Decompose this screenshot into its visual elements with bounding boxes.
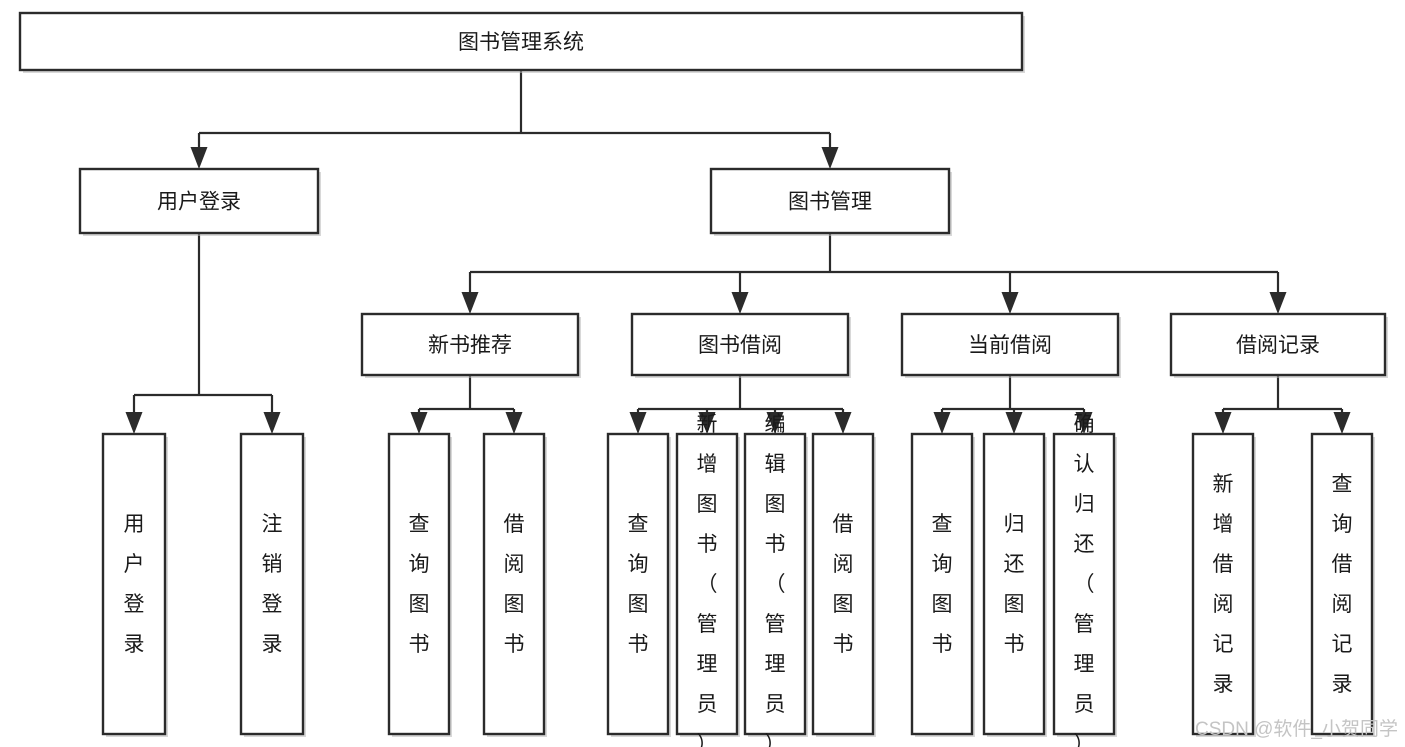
node-box[interactable] — [360, 312, 580, 377]
connector-group — [190, 70, 839, 169]
arrow-head-icon — [1001, 292, 1019, 314]
node-label: 新书推荐 — [428, 334, 512, 357]
node-label: 图书管理 — [788, 191, 872, 214]
connector-group — [125, 233, 281, 434]
node-label: 查询图书 — [409, 513, 430, 656]
node-label: 当前借阅 — [968, 334, 1052, 357]
node-label: 用户登录 — [157, 191, 241, 214]
node-box[interactable] — [239, 432, 305, 736]
arrow-head-icon — [461, 292, 479, 314]
node-box[interactable] — [1169, 312, 1387, 377]
node-leaf-logout[interactable]: 注销登录 — [239, 432, 306, 737]
arrow-head-icon — [933, 412, 951, 434]
node-box[interactable] — [101, 432, 167, 736]
node-box[interactable] — [78, 167, 320, 235]
node-box[interactable] — [1191, 432, 1255, 736]
node-box[interactable] — [1052, 432, 1116, 736]
node-label: 查询借阅记录 — [1332, 473, 1353, 696]
node-layer: 图书管理系统用户登录图书管理新书推荐图书借阅当前借阅借阅记录用户登录注销登录查询… — [18, 11, 1388, 747]
node-leaf-query-book-a[interactable]: 查询图书 — [387, 432, 452, 737]
node-label: 查询图书 — [932, 513, 953, 656]
arrow-head-icon — [629, 412, 647, 434]
node-label: 归还图书 — [1004, 513, 1025, 656]
node-box[interactable] — [1310, 432, 1374, 736]
node-box[interactable] — [606, 432, 670, 736]
node-label: 借阅图书 — [504, 513, 525, 656]
node-leaf-query-record[interactable]: 查询借阅记录 — [1310, 432, 1375, 737]
arrow-head-icon — [263, 412, 281, 434]
node-book-manage[interactable]: 图书管理 — [709, 167, 952, 236]
arrow-head-icon — [834, 412, 852, 434]
arrow-head-icon — [821, 147, 839, 169]
node-label: 查询图书 — [628, 513, 649, 656]
node-leaf-query-book-c[interactable]: 查询图书 — [910, 432, 975, 737]
node-box[interactable] — [18, 11, 1024, 72]
connector-group — [1214, 375, 1351, 434]
arrow-head-icon — [1075, 412, 1093, 434]
arrow-head-icon — [1269, 292, 1287, 314]
node-label: 借阅图书 — [833, 513, 854, 656]
node-box[interactable] — [630, 312, 850, 377]
arrow-head-icon — [190, 147, 208, 169]
node-label: 图书借阅 — [698, 334, 782, 357]
node-label: 注销登录 — [262, 513, 283, 656]
arrow-head-icon — [1333, 412, 1351, 434]
node-leaf-return-book[interactable]: 归还图书 — [982, 432, 1047, 737]
node-leaf-borrow-book-b[interactable]: 借阅图书 — [811, 432, 876, 737]
node-box[interactable] — [910, 432, 974, 736]
connector-group — [629, 375, 852, 434]
node-root[interactable]: 图书管理系统 — [18, 11, 1025, 73]
arrow-head-icon — [1005, 412, 1023, 434]
node-label: 新增图书（管理员） — [697, 413, 718, 747]
node-book-borrow[interactable]: 图书借阅 — [630, 312, 851, 378]
node-box[interactable] — [482, 432, 546, 736]
edge-layer — [125, 70, 1351, 434]
node-box[interactable] — [982, 432, 1046, 736]
connector-group — [461, 233, 1287, 314]
node-label: 确认归还（管理员） — [1074, 413, 1095, 747]
node-label: 新增借阅记录 — [1213, 473, 1234, 696]
arrow-head-icon — [766, 412, 784, 434]
arrow-head-icon — [505, 412, 523, 434]
arrow-head-icon — [731, 292, 749, 314]
arrow-head-icon — [125, 412, 143, 434]
node-leaf-add-book[interactable]: 新增图书（管理员） — [675, 413, 740, 747]
node-current-borrow[interactable]: 当前借阅 — [900, 312, 1121, 378]
node-box[interactable] — [709, 167, 951, 235]
node-box[interactable] — [743, 432, 807, 736]
node-user-login[interactable]: 用户登录 — [78, 167, 321, 236]
arrow-head-icon — [410, 412, 428, 434]
node-box[interactable] — [387, 432, 451, 736]
node-leaf-query-book-b[interactable]: 查询图书 — [606, 432, 671, 737]
node-label: 借阅记录 — [1236, 334, 1320, 357]
node-label: 用户登录 — [124, 513, 145, 656]
connector-group — [933, 375, 1093, 434]
node-leaf-add-record[interactable]: 新增借阅记录 — [1191, 432, 1256, 737]
node-new-book-rec[interactable]: 新书推荐 — [360, 312, 581, 378]
arrow-head-icon — [1214, 412, 1232, 434]
node-box[interactable] — [900, 312, 1120, 377]
node-box[interactable] — [675, 432, 739, 736]
node-box[interactable] — [811, 432, 875, 736]
node-leaf-user-login[interactable]: 用户登录 — [101, 432, 168, 737]
arrow-head-icon — [698, 412, 716, 434]
node-leaf-confirm-return[interactable]: 确认归还（管理员） — [1052, 413, 1117, 747]
node-label: 编辑图书（管理员） — [765, 413, 786, 747]
node-leaf-borrow-book-a[interactable]: 借阅图书 — [482, 432, 547, 737]
node-leaf-edit-book[interactable]: 编辑图书（管理员） — [743, 413, 808, 747]
node-borrow-record[interactable]: 借阅记录 — [1169, 312, 1388, 378]
node-label: 图书管理系统 — [458, 31, 584, 54]
csdn-watermark: CSDN @软件_小贺同学 — [1195, 718, 1398, 740]
connector-group — [410, 375, 523, 434]
